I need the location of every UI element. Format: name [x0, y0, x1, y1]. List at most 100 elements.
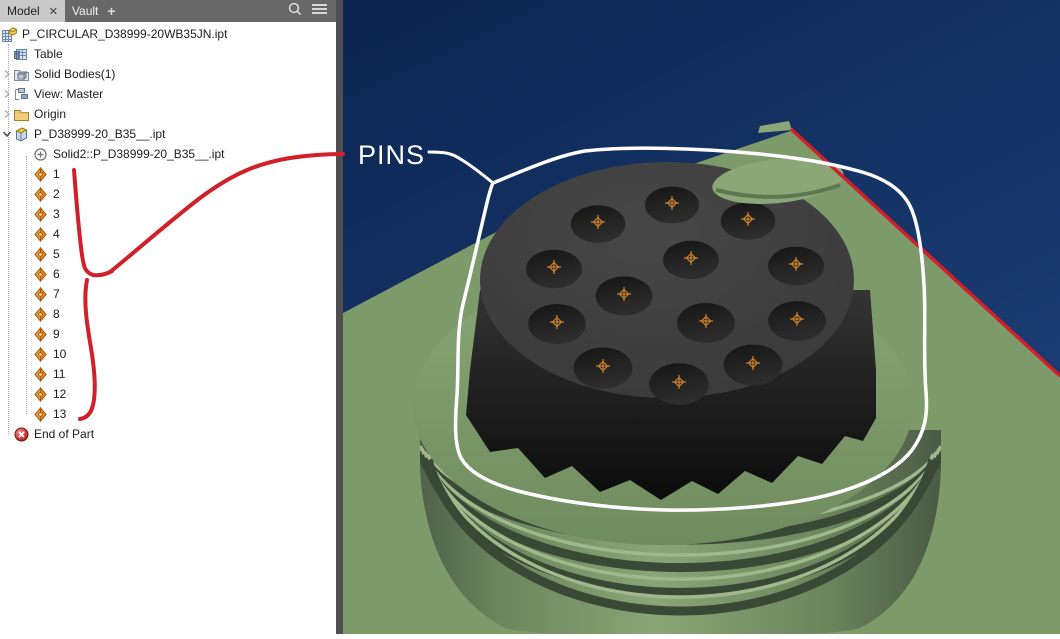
workpoint-marker[interactable]	[596, 359, 610, 373]
tree-item-label: 5	[53, 247, 60, 261]
tree-item-label: 7	[53, 287, 60, 301]
expander-collapsed-icon[interactable]	[2, 108, 14, 120]
tree-item-label: 11	[53, 367, 66, 381]
expander-spacer	[21, 228, 33, 240]
workpoint-icon	[33, 246, 49, 262]
expander-spacer	[21, 288, 33, 300]
model-browser-panel: Model ✕ Vault + P_CIRCULAR_D38999-20WB35…	[0, 0, 336, 634]
expander-spacer	[21, 388, 33, 400]
tree-item-10[interactable]: 10	[21, 344, 336, 364]
expander-spacer	[21, 408, 33, 420]
expander-spacer	[21, 248, 33, 260]
tree-item-4[interactable]: 4	[21, 224, 336, 244]
workpoint-marker[interactable]	[665, 196, 679, 210]
workpoint-marker[interactable]	[790, 312, 804, 326]
tab-bar-spacer	[123, 0, 287, 22]
view-icon	[14, 87, 30, 102]
expander-spacer	[21, 268, 33, 280]
tree-item-label: 4	[53, 227, 60, 241]
expander-collapsed-icon[interactable]	[2, 68, 14, 80]
tree-item-label: 13	[53, 407, 67, 421]
tab-vault[interactable]: Vault +	[65, 0, 123, 22]
tree-item-label: Solid2::P_D38999-20_B35__.ipt	[53, 147, 225, 161]
tree-item-label: Origin	[34, 107, 67, 121]
tree-item-11[interactable]: 11	[21, 364, 336, 384]
close-icon[interactable]: ✕	[48, 5, 58, 18]
tab-vault-label: Vault	[71, 4, 99, 18]
tree-item-2[interactable]: 2	[21, 184, 336, 204]
tree-item-1[interactable]: 1	[21, 164, 336, 184]
tree-item-solid2-p-d38999-20-b35-ipt[interactable]: Solid2::P_D38999-20_B35__.ipt	[21, 144, 336, 164]
tree-item-label: P_D38999-20_B35__.ipt	[34, 127, 166, 141]
search-icon[interactable]	[287, 1, 303, 22]
3d-viewport[interactable]: PINS	[343, 0, 1060, 637]
tree-item-label: P_CIRCULAR_D38999-20WB35JN.ipt	[22, 27, 228, 41]
panel-splitter[interactable]	[336, 0, 343, 634]
workpoint-marker[interactable]	[684, 251, 698, 265]
pins-annotation-leader	[427, 150, 495, 185]
end-of-part-icon	[14, 427, 30, 442]
ipart-icon	[2, 26, 18, 42]
tree-item-label: End of Part	[34, 427, 95, 441]
expander-spacer	[21, 148, 33, 160]
expander-spacer	[2, 48, 14, 60]
tree-item-5[interactable]: 5	[21, 244, 336, 264]
workpoint-icon	[33, 286, 49, 302]
tree-item-label: Solid Bodies(1)	[34, 67, 116, 81]
tree-item-label: 6	[53, 267, 60, 281]
tree-item-end-of-part[interactable]: End of Part	[2, 424, 336, 444]
expander-expanded-icon[interactable]	[2, 128, 14, 140]
workpoint-icon	[33, 166, 49, 182]
expander-collapsed-icon[interactable]	[2, 88, 14, 100]
red-edge-annotation	[789, 127, 1060, 378]
workpoint-marker[interactable]	[672, 375, 686, 389]
workpoint-marker[interactable]	[746, 356, 760, 370]
tree-item-p-d38999-20-b35-ipt[interactable]: P_D38999-20_B35__.ipt	[2, 124, 336, 144]
tree-item-view-master[interactable]: View: Master	[2, 84, 336, 104]
expander-spacer	[21, 328, 33, 340]
tree-item-label: 3	[53, 207, 60, 221]
tree-item-8[interactable]: 8	[21, 304, 336, 324]
tree-item-7[interactable]: 7	[21, 284, 336, 304]
workpoint-marker[interactable]	[789, 257, 803, 271]
tree-item-3[interactable]: 3	[21, 204, 336, 224]
menu-icon[interactable]	[311, 1, 328, 22]
tree-item-label: 8	[53, 307, 60, 321]
tree-item-9[interactable]: 9	[21, 324, 336, 344]
workpoint-marker[interactable]	[741, 212, 755, 226]
workpoint-marker[interactable]	[547, 260, 561, 274]
tab-model[interactable]: Model ✕	[0, 0, 65, 22]
tree-item-solid-bodies-1[interactable]: Solid Bodies(1)	[2, 64, 336, 84]
expander-spacer	[21, 308, 33, 320]
folder-icon	[14, 107, 30, 122]
flange-boss	[712, 158, 844, 204]
expander-spacer	[21, 168, 33, 180]
tree-item-p-circular-d38999-20wb35jn-ipt[interactable]: P_CIRCULAR_D38999-20WB35JN.ipt	[2, 24, 336, 44]
tree-item-label: View: Master	[34, 87, 104, 101]
browser-tab-bar: Model ✕ Vault +	[0, 0, 336, 22]
expander-spacer	[21, 368, 33, 380]
workpoint-icon	[33, 346, 49, 362]
expander-spacer	[21, 348, 33, 360]
expander-spacer	[21, 188, 33, 200]
tree-item-6[interactable]: 6	[21, 264, 336, 284]
workpoint-marker[interactable]	[699, 314, 713, 328]
workpoint-icon	[33, 186, 49, 202]
add-tab-icon[interactable]: +	[107, 3, 116, 19]
tree-item-12[interactable]: 12	[21, 384, 336, 404]
tree-item-table[interactable]: Table	[2, 44, 336, 64]
workpoint-marker[interactable]	[550, 315, 564, 329]
tree-item-label: Table	[34, 47, 63, 61]
table-icon	[14, 47, 30, 62]
solid-folder-icon	[14, 67, 30, 82]
workpoint-marker[interactable]	[617, 287, 631, 301]
workpoint-icon	[33, 406, 49, 422]
tree-item-label: 12	[53, 387, 67, 401]
tab-model-label: Model	[7, 4, 40, 18]
pins-annotation-label: PINS	[358, 140, 425, 170]
tree-item-label: 9	[53, 327, 60, 341]
tree-item-origin[interactable]: Origin	[2, 104, 336, 124]
tree-item-13[interactable]: 13	[21, 404, 336, 424]
workpoint-marker[interactable]	[591, 215, 605, 229]
workpoint-icon	[33, 366, 49, 382]
